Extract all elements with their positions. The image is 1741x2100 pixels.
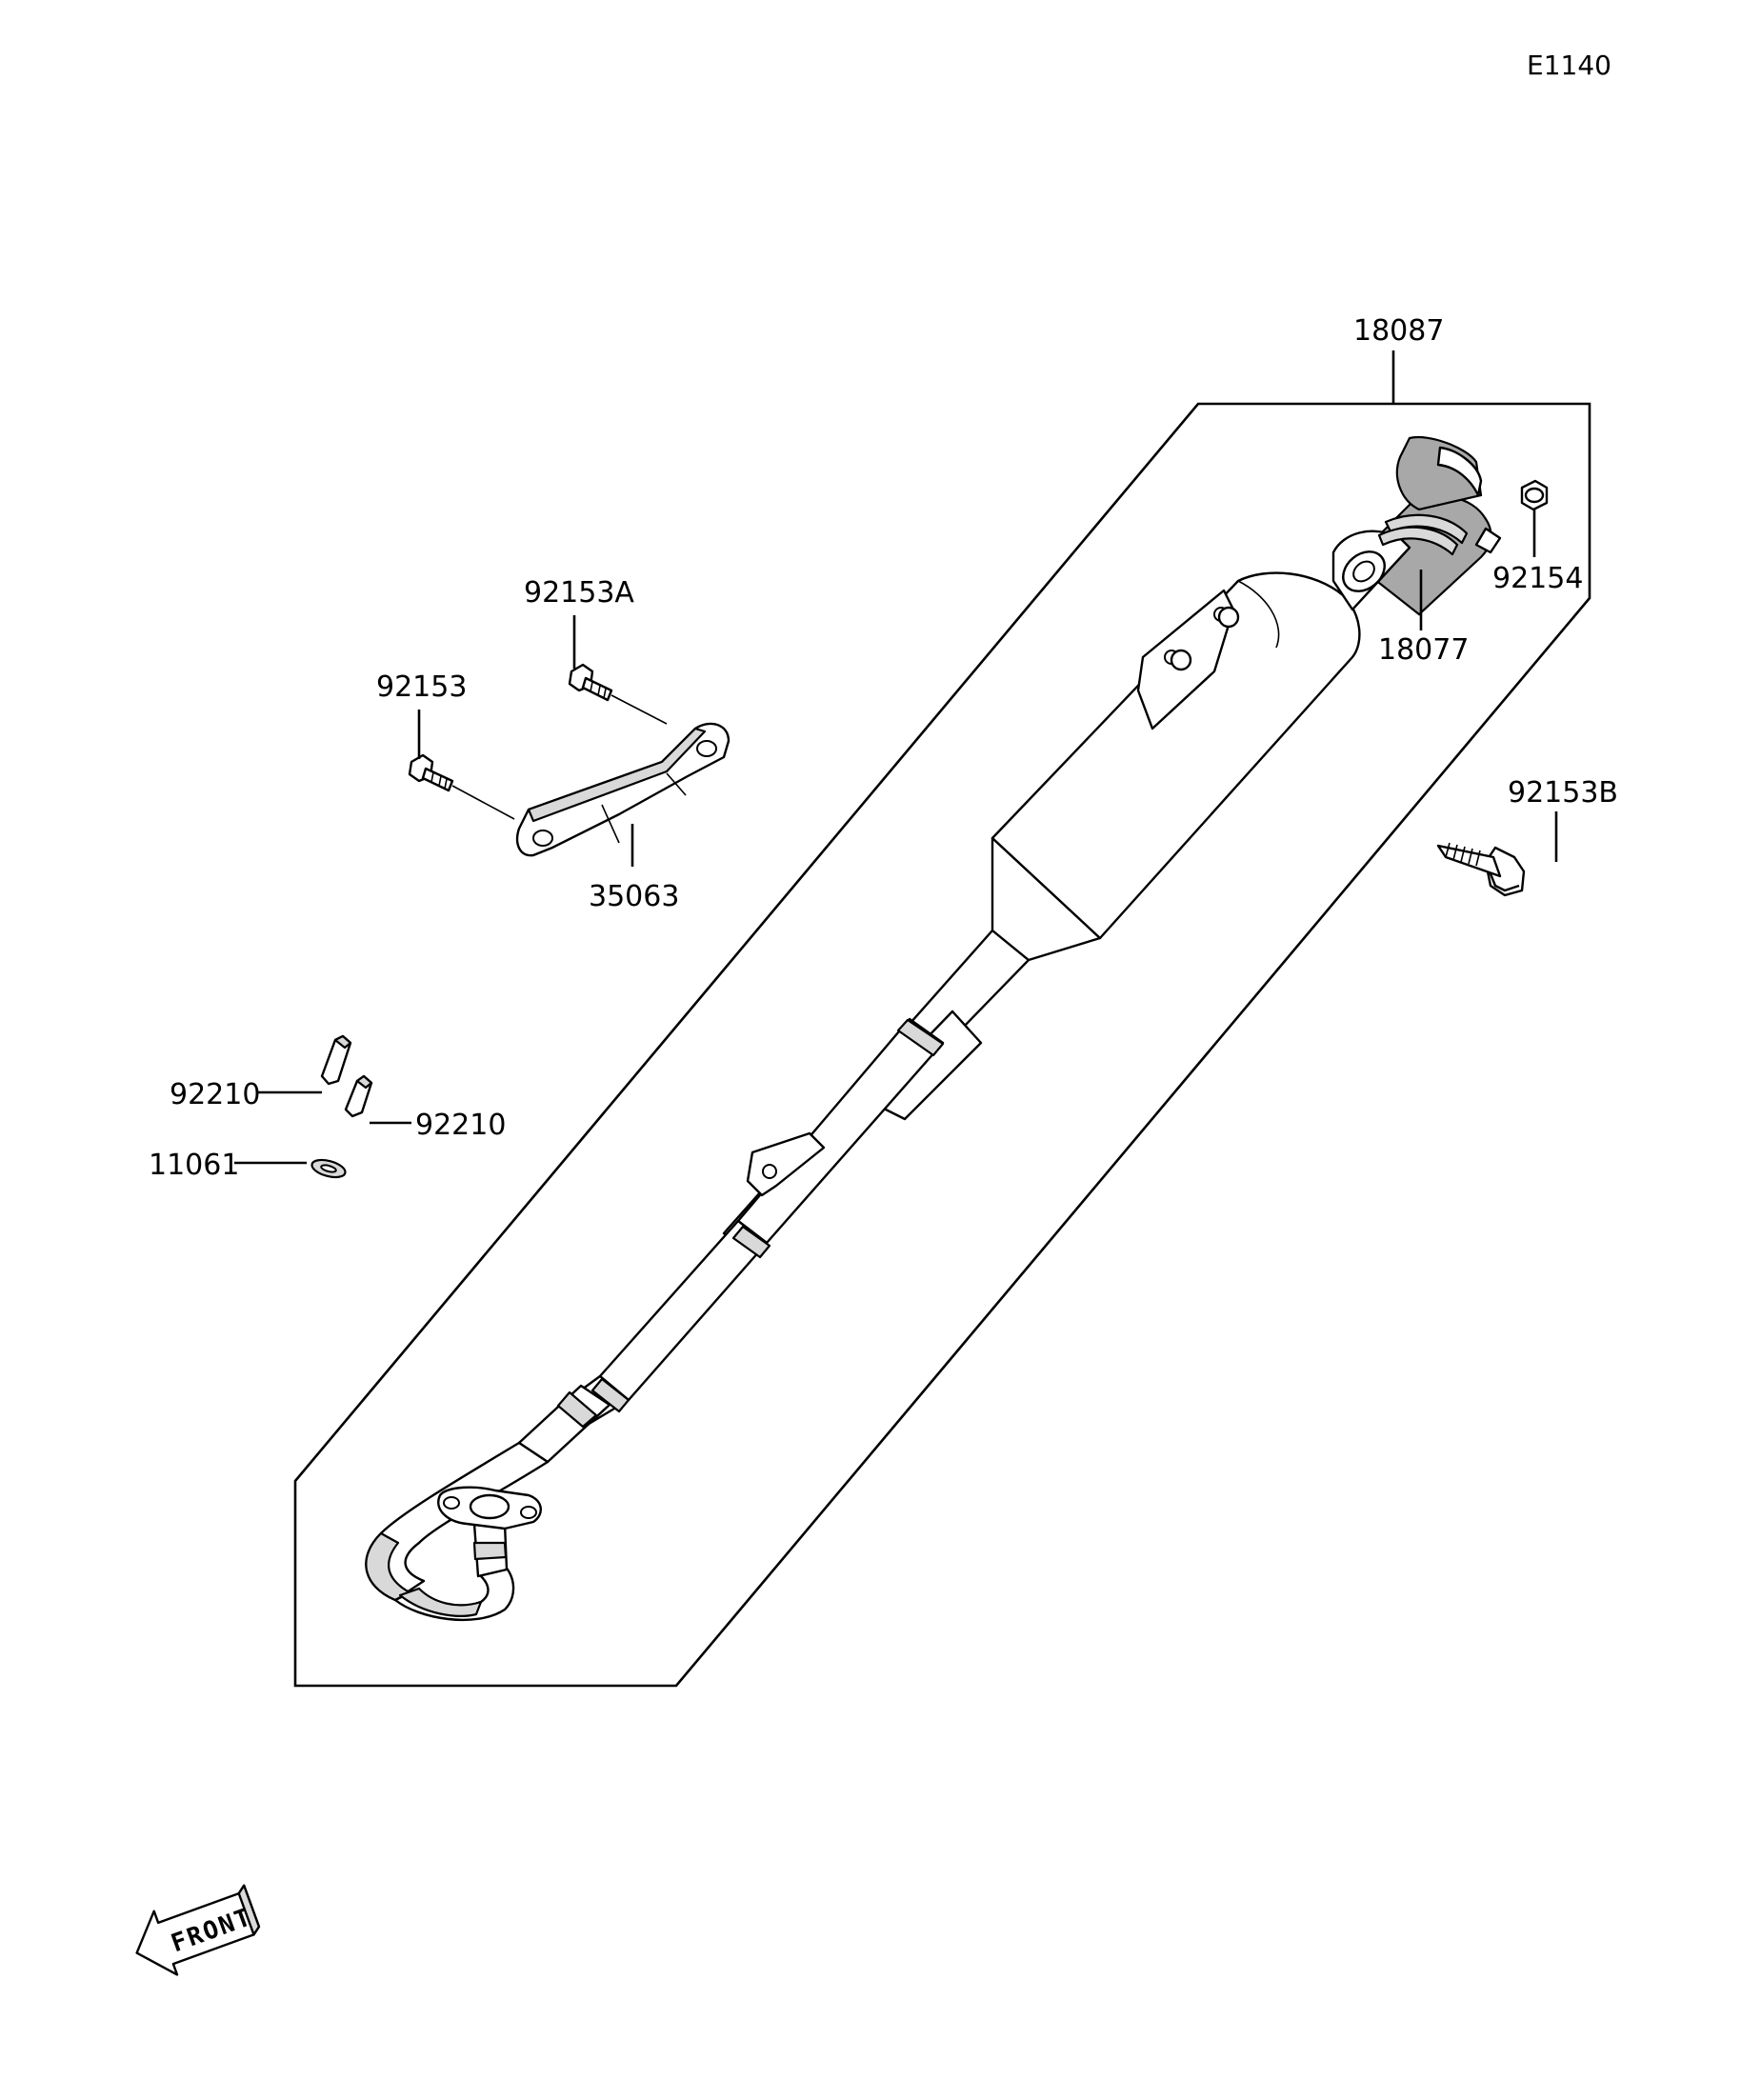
label-35063: 35063 [589, 880, 679, 913]
assembly-outline [293, 402, 1591, 1688]
front-direction-arrow: FRONT [135, 1884, 261, 1976]
label-92153B: 92153B [1508, 776, 1618, 810]
label-18077: 18077 [1378, 633, 1469, 667]
tail-pipe-18077[interactable] [1331, 435, 1502, 616]
exhaust-pipe-18087[interactable] [365, 571, 1361, 1622]
washer-11061[interactable] [310, 1157, 348, 1181]
label-92154: 92154 [1492, 562, 1583, 595]
label-92210-left: 92210 [170, 1078, 260, 1111]
label-11061: 11061 [149, 1149, 239, 1182]
label-92153: 92153 [376, 670, 467, 704]
spring-92210-upper[interactable] [320, 1034, 352, 1086]
spring-92210-lower[interactable] [344, 1074, 373, 1118]
bolt-92153A[interactable] [568, 663, 613, 702]
label-92153A: 92153A [524, 576, 634, 610]
bolt-92154[interactable] [1520, 479, 1549, 511]
bracket-35063[interactable] [515, 722, 730, 857]
bolt-92153A-axis [610, 694, 668, 725]
bolt-92153B[interactable] [1436, 842, 1526, 897]
label-18087: 18087 [1353, 314, 1444, 348]
bolt-92153[interactable] [408, 753, 454, 792]
diagram-code: E1140 [1527, 50, 1611, 81]
bolt-92153-axis [451, 785, 515, 820]
label-92210-right: 92210 [415, 1109, 506, 1142]
